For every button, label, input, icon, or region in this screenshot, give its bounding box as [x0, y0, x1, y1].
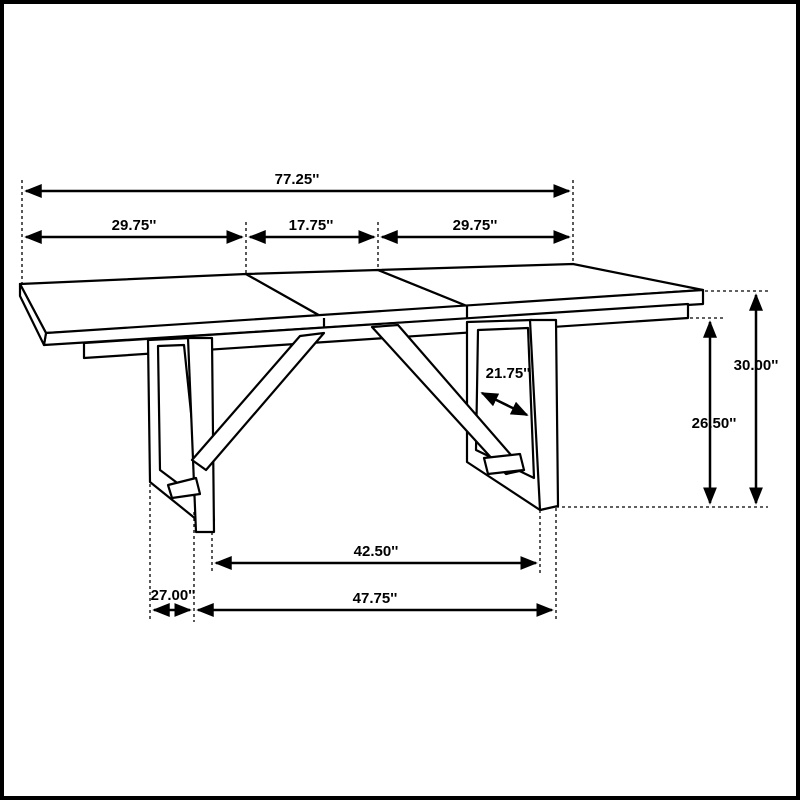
label-center-leaf: 17.75''	[289, 217, 334, 234]
right-leg-post	[528, 318, 560, 512]
label-apron-clearance: 26.50''	[692, 415, 737, 432]
dimension-lines	[24, 184, 763, 617]
label-leg-depth: 27.00''	[151, 587, 196, 604]
table-drawing	[18, 262, 705, 534]
label-outer-leg-span: 47.75''	[353, 590, 398, 607]
label-inner-leg-span: 42.50''	[354, 543, 399, 560]
right-foot-block	[482, 452, 526, 476]
label-left-leaf: 29.75''	[112, 217, 157, 234]
left-foot-block	[166, 476, 202, 500]
dimension-labels: 77.25'' 29.75'' 17.75'' 29.75'' 30.00'' …	[112, 171, 779, 607]
tabletop-left-edge	[18, 282, 48, 347]
label-overall-length: 77.25''	[275, 171, 320, 188]
label-brace-length: 21.75''	[486, 365, 531, 382]
left-brace	[190, 331, 326, 472]
dim-line-brace-length	[480, 391, 529, 417]
extension-lines	[21, 180, 768, 622]
label-overall-height: 30.00''	[734, 357, 779, 374]
label-right-leaf: 29.75''	[453, 217, 498, 234]
